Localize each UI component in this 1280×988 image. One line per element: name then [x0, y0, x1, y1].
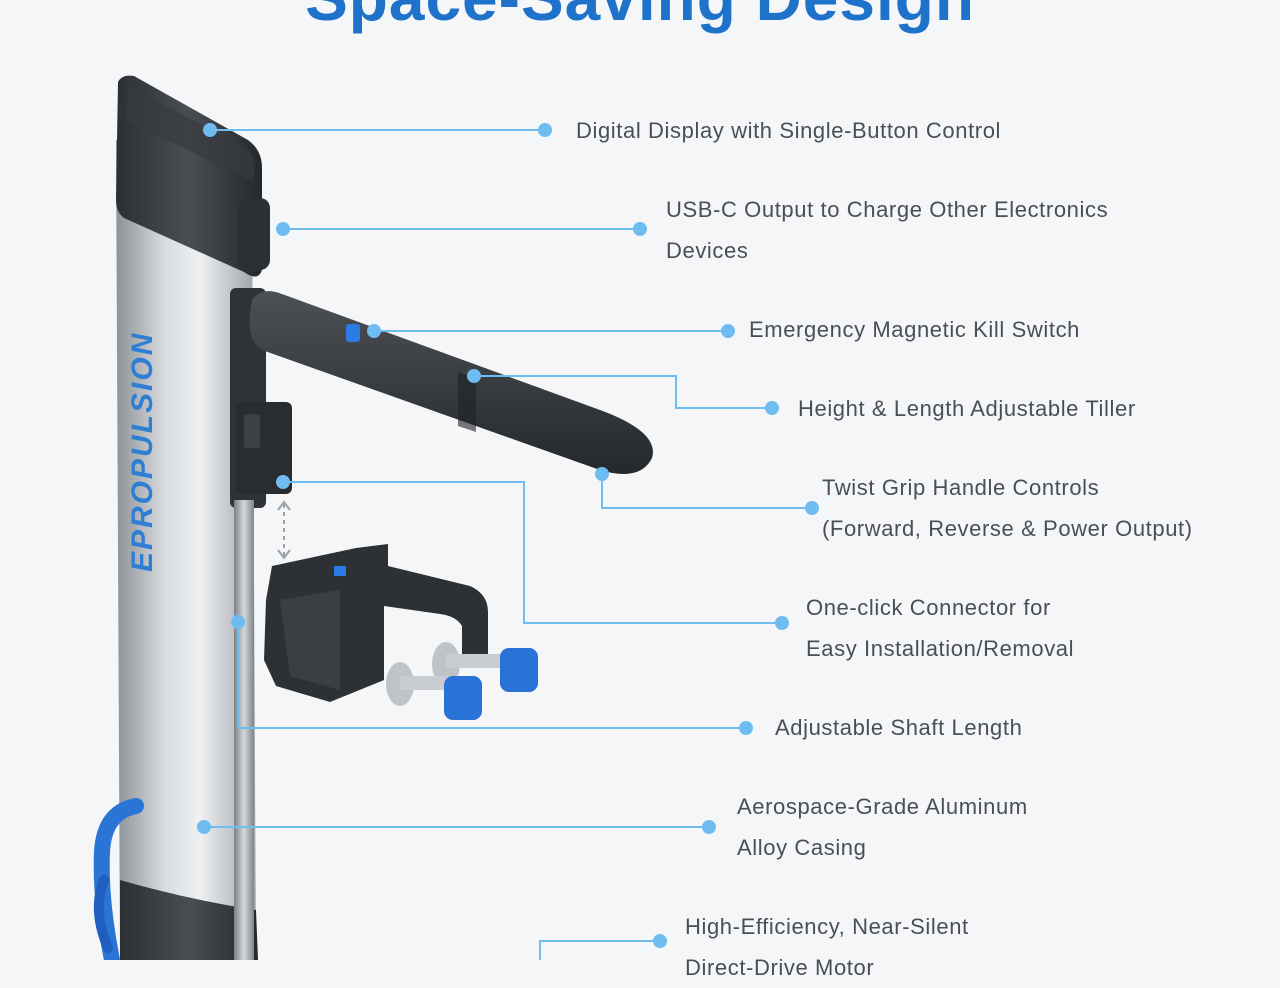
callout-tiller: Height & Length Adjustable Tiller [798, 396, 1136, 421]
callout-shaft-length: Adjustable Shaft Length [775, 715, 1023, 740]
tiller-assembly [230, 288, 653, 508]
clamp-knob-upper [500, 648, 538, 692]
usb-c-port-cover [238, 198, 270, 270]
callout-twist-grip: Twist Grip Handle Controls (Forward, Rev… [822, 475, 1193, 541]
motor-shaft [234, 500, 291, 960]
callout-kill-switch: Emergency Magnetic Kill Switch [749, 317, 1081, 342]
blue-strap [93, 798, 144, 960]
callout-casing: Aerospace-Grade Aluminum Alloy Casing [737, 794, 1028, 860]
callout-digital-display: Digital Display with Single-Button Contr… [576, 118, 1002, 143]
clamp-knob-lower [444, 676, 482, 720]
product-illustration: EPROPULSION [93, 75, 819, 960]
page-title: Space-Saving Design [0, 0, 1280, 38]
transom-clamp [264, 544, 538, 720]
callout-usb-c-output: USB-C Output to Charge Other Electronics… [666, 197, 1109, 263]
callout-propeller: High-Efficiency, Near-Silent Direct-Driv… [685, 914, 969, 980]
brand-wordmark: EPROPULSION [126, 332, 159, 572]
leader-lines [204, 129, 812, 960]
kill-switch-key [346, 324, 360, 342]
leader-dots [197, 123, 819, 948]
callout-connector: One-click Connector for Easy Installatio… [806, 595, 1075, 661]
battery-housing: EPROPULSION [116, 75, 270, 960]
tiller-arm [249, 291, 653, 474]
